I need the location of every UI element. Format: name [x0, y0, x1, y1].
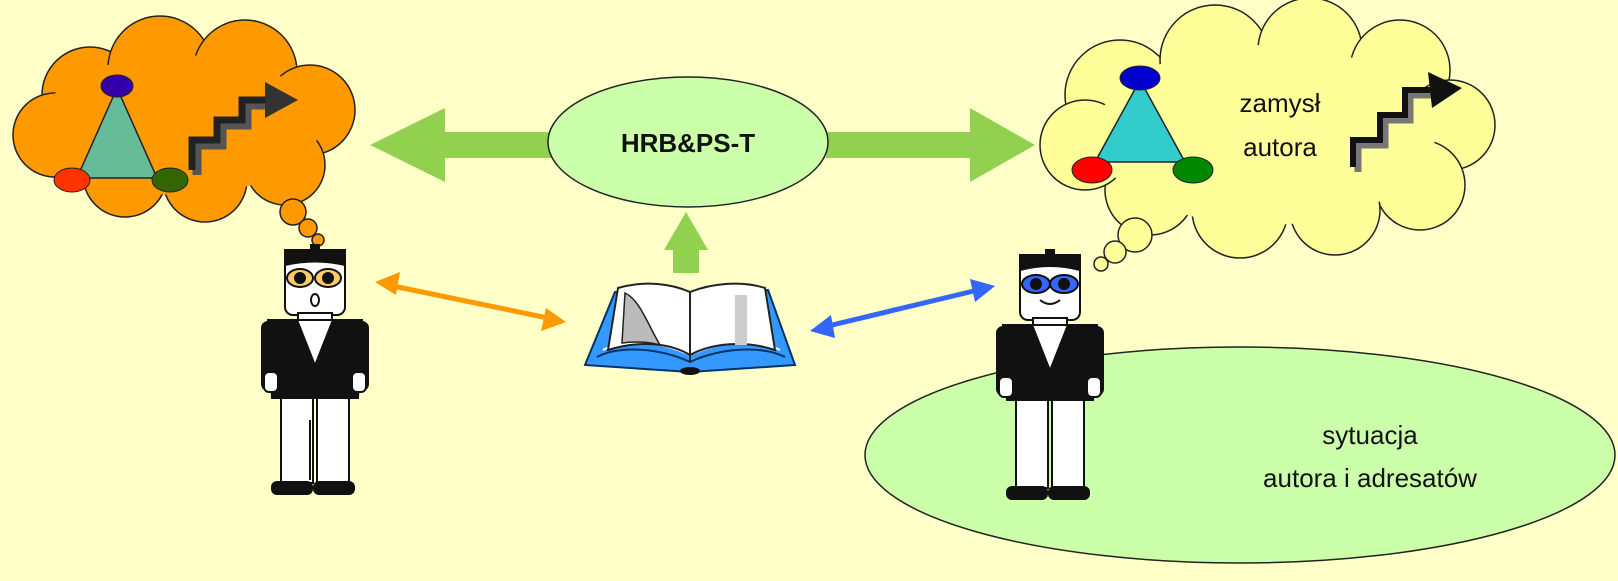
stairs-arrow-icon: [188, 82, 298, 175]
center-label: HRB&PS-T: [621, 128, 755, 158]
stairs-arrow-icon: [1350, 72, 1462, 172]
author-thought-line1: zamysł: [1240, 88, 1321, 118]
triangle-icon: [1071, 65, 1214, 184]
author-thought-line2: autora: [1243, 132, 1317, 162]
thought-cloud-icon: [12, 15, 356, 247]
situation-ellipse: [864, 346, 1616, 564]
double-arrow-blue: [810, 279, 995, 338]
arrow-to-left-cloud: [370, 108, 560, 182]
arrow-book-to-center: [664, 212, 708, 273]
double-arrow-orange: [375, 272, 566, 331]
triangle-icon: [53, 74, 189, 193]
person-icon: [261, 244, 369, 495]
arrow-to-right-cloud: [826, 108, 1035, 182]
person-icon: [996, 249, 1104, 500]
center-ellipse: [547, 76, 829, 208]
situation-label-line1: sytuacja: [1322, 420, 1418, 450]
book-icon: [583, 282, 797, 375]
situation-label-line2: autora i adresatów: [1263, 463, 1477, 493]
